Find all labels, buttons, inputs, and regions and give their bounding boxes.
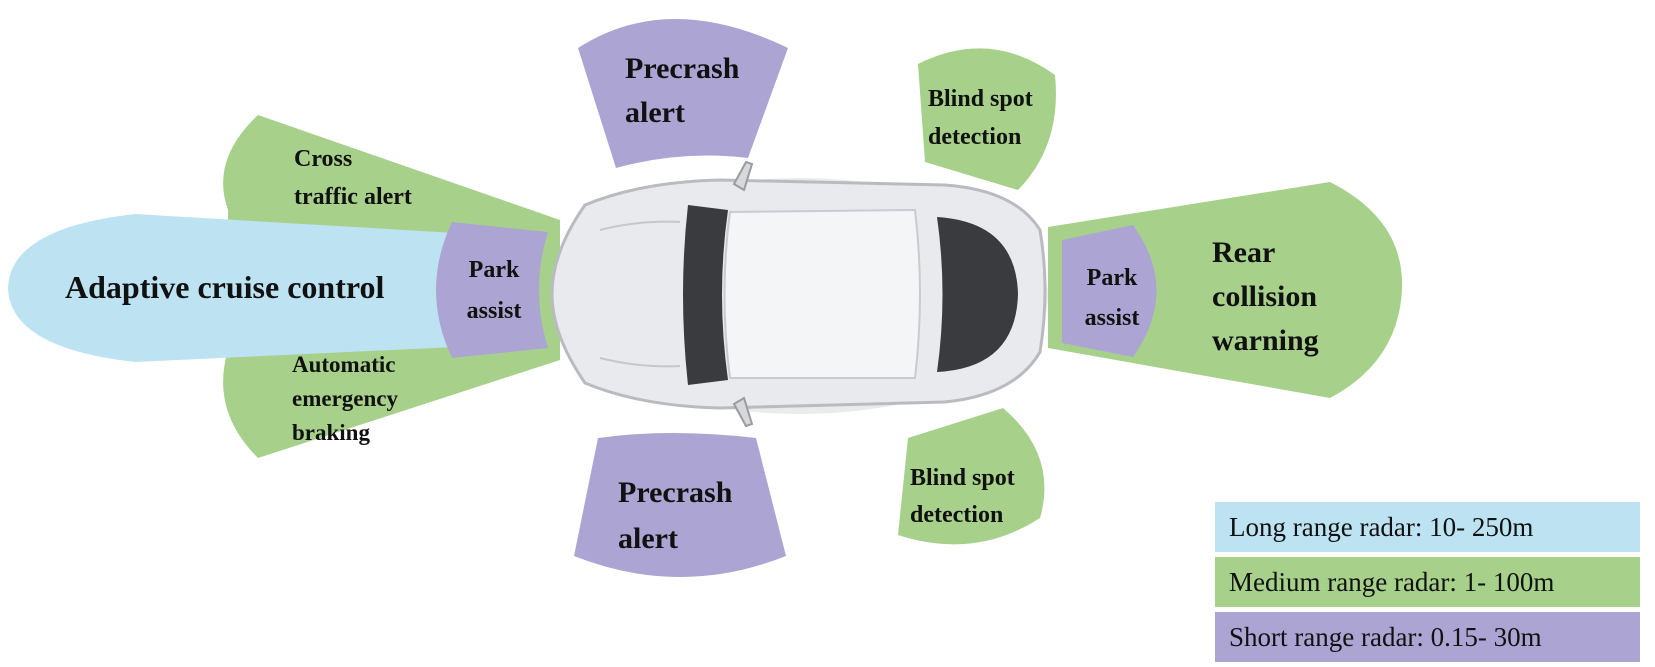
long-range-zone bbox=[8, 214, 455, 362]
rear-collision-label-line1: Rear bbox=[1212, 236, 1275, 269]
legend-medium-range-label: Medium range radar: 1- 100m bbox=[1229, 566, 1555, 597]
rear-collision-label-line2: collision bbox=[1212, 280, 1317, 313]
legend-short-range-label: Short range radar: 0.15- 30m bbox=[1229, 621, 1542, 652]
blind-spot-top-zone bbox=[918, 48, 1056, 190]
aeb-label-line1: Automatic bbox=[292, 352, 395, 377]
blind-spot-bottom-label-line2: detection bbox=[910, 502, 1003, 528]
precrash-bottom-label-line2: alert bbox=[618, 522, 678, 555]
legend-long-range-label: Long range radar: 10- 250m bbox=[1229, 511, 1534, 542]
aeb-label-line2: emergency bbox=[292, 386, 398, 411]
legend: Long range radar: 10- 250m Medium range … bbox=[1215, 502, 1640, 667]
legend-short-range: Short range radar: 0.15- 30m bbox=[1215, 612, 1640, 662]
precrash-top-label-line2: alert bbox=[625, 96, 685, 129]
park-rear-label-line1: Park bbox=[1087, 265, 1138, 291]
legend-long-range: Long range radar: 10- 250m bbox=[1215, 502, 1640, 552]
rear-collision-label-line3: warning bbox=[1212, 324, 1319, 357]
cross-traffic-label-line1: Cross bbox=[294, 146, 352, 172]
blind-spot-top-label-line1: Blind spot bbox=[928, 86, 1033, 112]
park-front-label-line1: Park bbox=[469, 257, 520, 283]
cross-traffic-label-line2: traffic alert bbox=[294, 184, 412, 210]
legend-medium-range: Medium range radar: 1- 100m bbox=[1215, 557, 1640, 607]
adaptive-cruise-label: Adaptive cruise control bbox=[65, 269, 384, 305]
park-front-label-line2: assist bbox=[467, 298, 522, 324]
car-top-view-icon bbox=[550, 160, 1048, 428]
front-park-assist-zone bbox=[436, 222, 548, 358]
blind-spot-bottom-label-line1: Blind spot bbox=[910, 465, 1015, 491]
rear-park-assist-zone bbox=[1062, 225, 1157, 357]
park-rear-label-line2: assist bbox=[1085, 305, 1140, 331]
precrash-bottom-label-line1: Precrash bbox=[618, 476, 733, 509]
precrash-top-zone bbox=[578, 19, 788, 168]
aeb-label-line3: braking bbox=[292, 420, 370, 445]
precrash-top-label-line1: Precrash bbox=[625, 52, 740, 85]
precrash-bottom-zone bbox=[574, 433, 786, 577]
blind-spot-bottom-zone bbox=[898, 408, 1045, 545]
blind-spot-top-label-line2: detection bbox=[928, 124, 1021, 150]
